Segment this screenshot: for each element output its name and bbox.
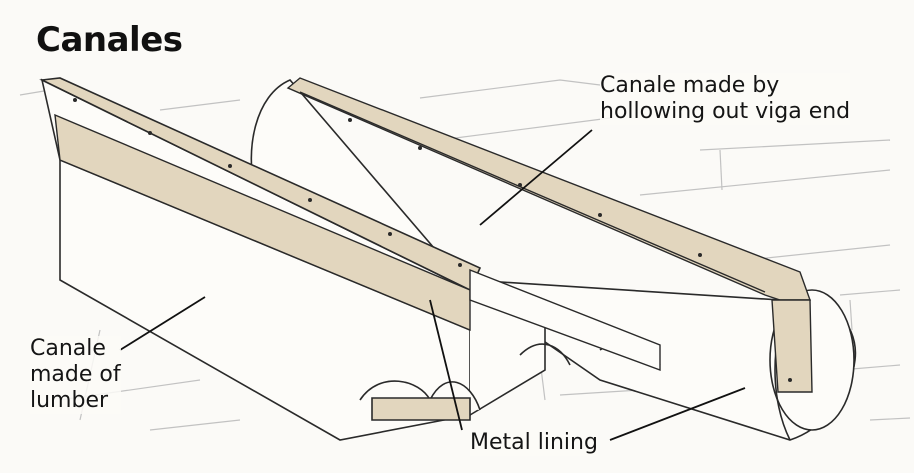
label-line: Canale made by: [600, 73, 780, 98]
lumber-metal-lining: [54, 113, 661, 372]
label-lumber: Canale made of lumber: [30, 336, 121, 414]
label-metal-lining: Metal lining: [470, 430, 598, 456]
viga-metal-lining: [286, 77, 813, 393]
nail-dots: [73, 98, 792, 382]
label-line: Canale: [30, 336, 106, 361]
leader-lines: [119, 129, 746, 441]
page-title: Canales: [36, 20, 183, 60]
label-line: hollowing out viga end: [600, 99, 851, 124]
label-line: made of: [30, 362, 121, 387]
label-hollowed-viga: Canale made by hollowing out viga end: [600, 73, 851, 125]
label-line: lumber: [30, 388, 109, 413]
